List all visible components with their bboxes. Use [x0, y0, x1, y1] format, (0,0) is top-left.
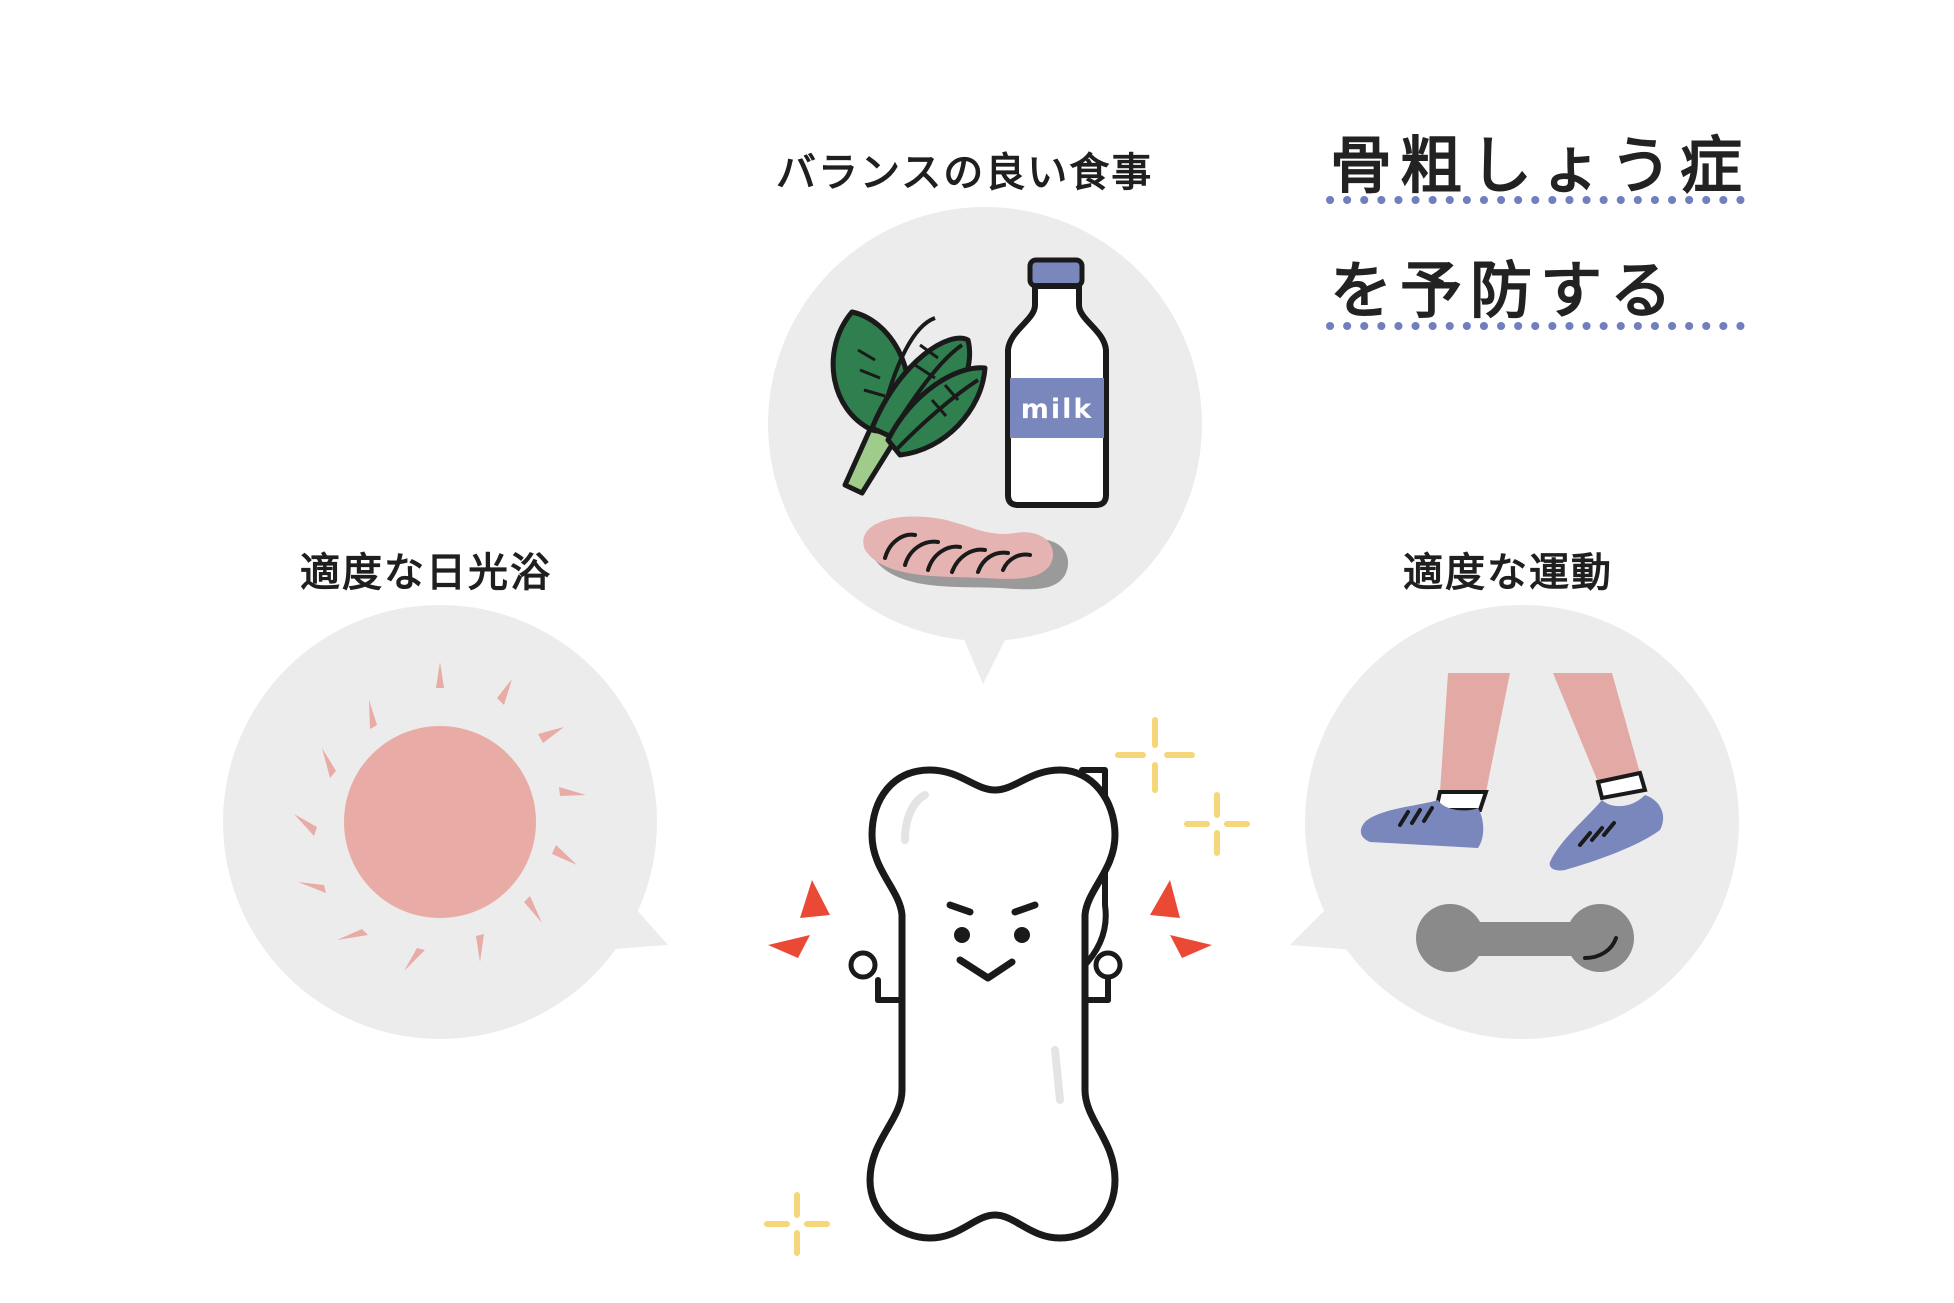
milk-bottle-icon: milk	[1005, 257, 1109, 508]
burst-marks-icon	[768, 880, 1212, 958]
bone-character	[848, 766, 1123, 1242]
dumbbell-icon	[1416, 904, 1634, 972]
title-line-2: を予防する	[1330, 254, 1681, 327]
exercise-bubble	[1290, 605, 1739, 1039]
spinach-icon	[830, 309, 988, 496]
meat-icon	[863, 516, 1069, 590]
exercise-label: 適度な運動	[1403, 550, 1613, 596]
sun-icon	[294, 662, 586, 971]
walking-legs-icon	[1360, 673, 1664, 871]
food-label: バランスの良い食事	[776, 150, 1154, 196]
sun-label: 適度な日光浴	[300, 550, 552, 596]
title-line-1: 骨粗しょう症	[1330, 129, 1751, 202]
food-bubble	[768, 207, 1202, 684]
sparkle-icon	[764, 717, 1250, 1256]
milk-label-text: milk	[1021, 394, 1094, 425]
